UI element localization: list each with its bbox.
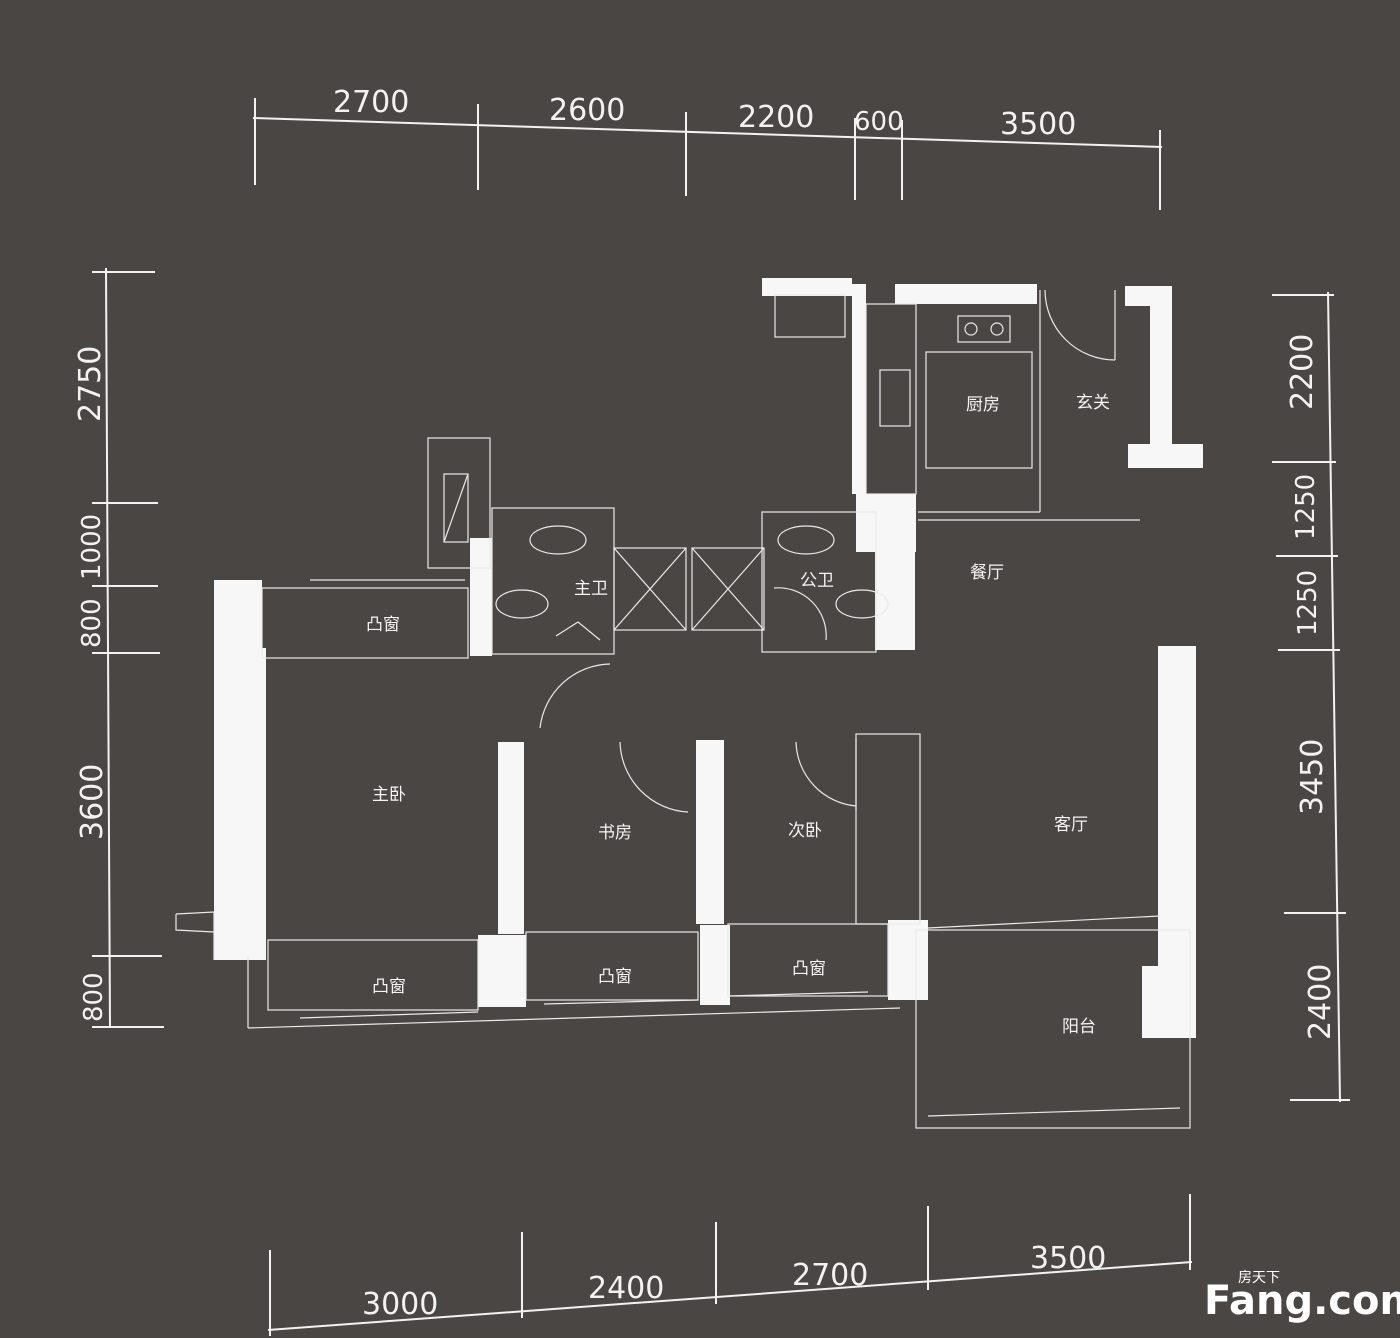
room-label-living-room: 客厅 <box>1054 815 1088 835</box>
dim-right-1: 2200 <box>1285 334 1320 410</box>
room-label-public-bath: 公卫 <box>800 571 834 591</box>
dim-bottom-1: 3000 <box>362 1287 438 1322</box>
room-label-bay-window-master-top: 凸窗 <box>366 615 400 635</box>
watermark: 房天下 Fang.com <box>1204 1270 1400 1324</box>
dim-right-4: 3450 <box>1295 739 1330 815</box>
dim-top-5: 3500 <box>1000 107 1076 142</box>
dim-top-2: 2600 <box>549 93 625 128</box>
room-label-master-bath: 主卫 <box>574 579 608 599</box>
room-label-entry: 玄关 <box>1076 393 1110 413</box>
top-dimension-line: 2700 2600 2200 600 3500 <box>252 85 1163 210</box>
dim-right-5: 2400 <box>1303 964 1338 1040</box>
left-dimension-line: 2750 1000 800 3600 800 <box>73 267 164 1029</box>
dim-right-3: 1250 <box>1293 570 1323 636</box>
dim-top-3: 2200 <box>738 100 814 135</box>
room-label-bay-window-master-bottom: 凸窗 <box>372 977 406 997</box>
room-label-bay-window-study: 凸窗 <box>598 967 632 987</box>
room-label-kitchen: 厨房 <box>966 395 1000 415</box>
dim-bottom-2: 2400 <box>588 1271 664 1306</box>
dim-left-4: 3600 <box>75 764 110 840</box>
room-label-second-bedroom: 次卧 <box>788 821 822 841</box>
dim-right-2: 1250 <box>1291 474 1321 540</box>
dim-bottom-3: 2700 <box>792 1258 868 1293</box>
right-dimension-line: 2200 1250 1250 3450 2400 <box>1272 291 1350 1103</box>
bottom-dimension-line: 3000 2400 2700 3500 <box>267 1194 1193 1336</box>
walls <box>214 278 1203 1038</box>
room-labels: 厨房 玄关 餐厅 主卫 公卫 凸窗 主卧 书房 次卧 客厅 凸窗 凸窗 凸窗 阳… <box>366 393 1110 1037</box>
room-outlines <box>175 289 1191 1129</box>
dim-left-3: 800 <box>77 598 107 648</box>
room-label-balcony: 阳台 <box>1062 1017 1096 1037</box>
dim-top-4: 600 <box>854 107 904 137</box>
room-label-study: 书房 <box>598 823 632 843</box>
dim-top-1: 2700 <box>333 85 409 120</box>
dim-left-1: 2750 <box>73 346 108 422</box>
room-label-bay-window-second: 凸窗 <box>792 959 826 979</box>
room-label-master-bedroom: 主卧 <box>372 785 406 805</box>
room-label-dining: 餐厅 <box>970 563 1004 583</box>
dim-left-2: 1000 <box>77 514 107 580</box>
watermark-tagline: 房天下 <box>1238 1270 1280 1286</box>
watermark-brand: Fang.com <box>1204 1278 1400 1324</box>
dim-left-5: 800 <box>79 972 109 1022</box>
dim-bottom-4: 3500 <box>1030 1241 1106 1276</box>
